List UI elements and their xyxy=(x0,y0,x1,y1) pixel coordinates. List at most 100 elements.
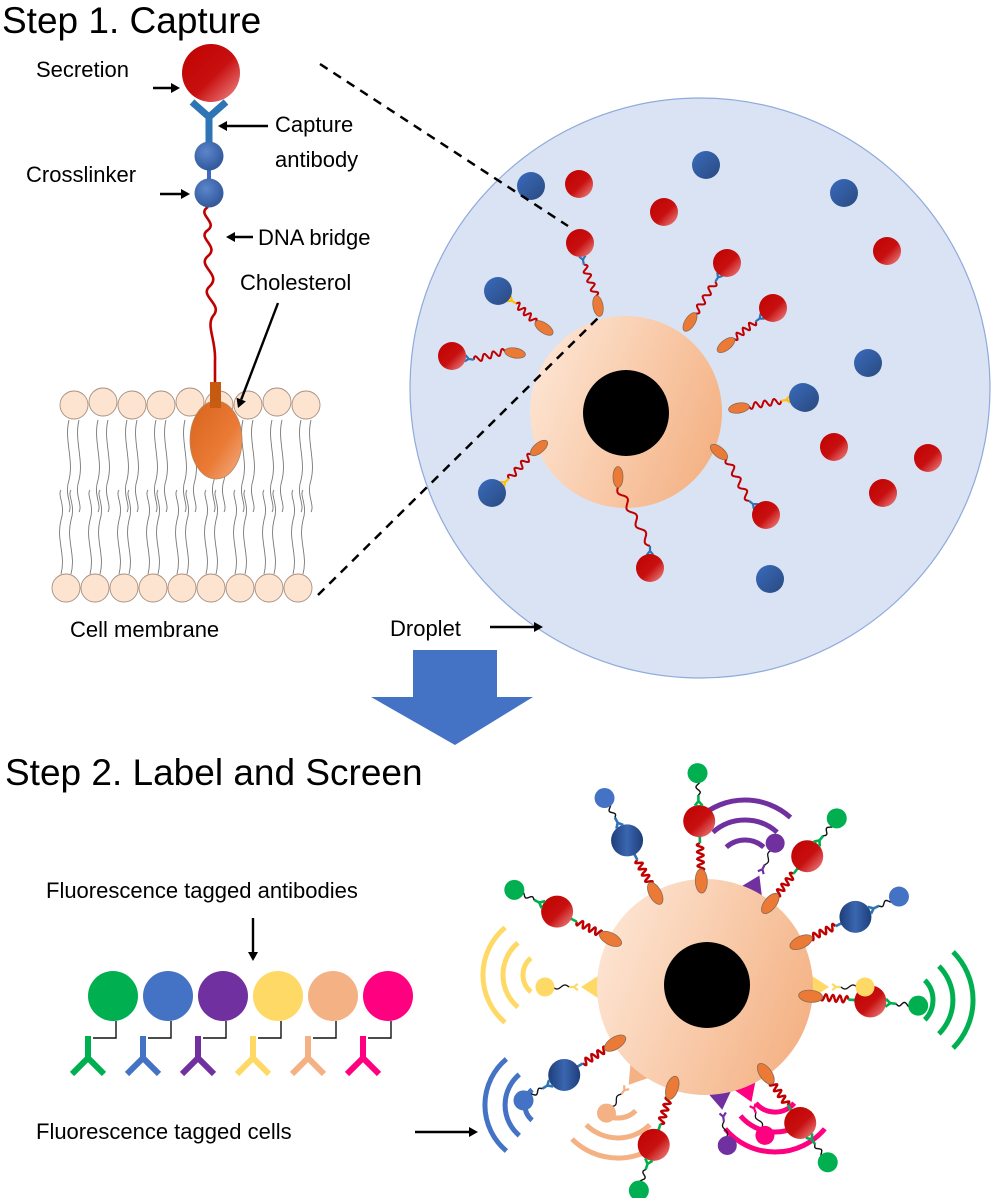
secretion-free xyxy=(565,170,593,198)
secretion-molecule xyxy=(784,1106,817,1139)
cell-nucleus xyxy=(583,370,669,456)
lipid-head-bottom xyxy=(225,573,255,603)
marker-triangle xyxy=(581,974,601,1000)
labeled-arm xyxy=(809,886,909,942)
arrow-to-dna-bridge xyxy=(226,232,253,242)
surface-marker-yellow xyxy=(535,974,601,1000)
signal-wave xyxy=(584,1122,652,1141)
labeled-arm xyxy=(768,1081,838,1173)
capture-antibody xyxy=(500,478,510,488)
fluorophore-green xyxy=(908,995,929,1016)
arrow-head xyxy=(248,952,258,961)
linker xyxy=(93,1021,117,1039)
fluorophore-yellow xyxy=(535,977,555,997)
label-dna-bridge: DNA bridge xyxy=(258,225,371,250)
dna-bridge xyxy=(748,397,783,410)
captured-crosslinker xyxy=(484,277,512,305)
secretion-free xyxy=(820,433,848,461)
arrow-to-crosslinker xyxy=(160,189,190,199)
captured-secretion xyxy=(438,342,466,370)
lipid-tail xyxy=(156,489,160,575)
lipid-tail xyxy=(175,489,179,575)
lipid-head-top xyxy=(117,390,147,420)
cholesterol-anchor xyxy=(709,443,729,461)
cholesterol-anchor xyxy=(756,1063,775,1085)
lipid-tail xyxy=(291,489,295,575)
lipid-head-top xyxy=(146,390,176,420)
lipid-tail xyxy=(125,419,129,513)
detection-antibody xyxy=(757,864,766,875)
lipid-head-top xyxy=(175,387,205,417)
antibody-icon xyxy=(234,1036,272,1077)
lipid-tail xyxy=(98,489,102,575)
cholesterol-head xyxy=(210,382,221,408)
lipid-tail xyxy=(233,489,237,575)
secretion-free xyxy=(869,479,897,507)
fluorophore-green xyxy=(687,763,708,784)
linker xyxy=(695,781,701,796)
lipid-tail xyxy=(251,419,255,513)
linker xyxy=(823,825,834,837)
anchor-molecule xyxy=(182,44,243,480)
captured-secretion xyxy=(636,554,664,582)
fluorescence-signals xyxy=(480,797,976,1161)
dna-bridge xyxy=(472,347,506,362)
signal-wave xyxy=(724,837,766,850)
cholesterol-anchor xyxy=(529,439,549,457)
detection-antibody xyxy=(569,982,579,992)
arrow-head xyxy=(218,121,227,131)
cholesterol-anchor xyxy=(789,934,813,951)
lipid-head-bottom xyxy=(80,573,110,603)
arrow-to-secretion xyxy=(153,83,180,93)
linker xyxy=(313,1021,337,1039)
crosslinker-free xyxy=(756,565,784,593)
dna-bridge xyxy=(768,1081,791,1106)
cholesterol-anchor xyxy=(694,868,708,894)
captured-secretion xyxy=(713,249,741,277)
linker xyxy=(530,1087,543,1096)
pointer-arrows xyxy=(153,83,543,1137)
secretion-molecule xyxy=(637,1128,670,1161)
label-crosslinker: Crosslinker xyxy=(26,162,136,187)
dna-bridge xyxy=(775,871,795,898)
arrow-head xyxy=(534,622,543,632)
captured-secretion xyxy=(759,294,787,322)
fluorescent-antibody-peach xyxy=(289,971,358,1077)
crosslinker-sphere-2 xyxy=(194,178,224,208)
surface-marker-purple xyxy=(706,1088,737,1155)
linker xyxy=(522,891,535,901)
fluorescent-antibody-row xyxy=(69,971,413,1077)
linker xyxy=(611,1093,622,1108)
detection-antibody xyxy=(613,816,624,829)
capture-antibody xyxy=(578,254,587,265)
captured-secretion xyxy=(752,501,780,529)
lipid-tail xyxy=(243,489,247,575)
fluorophore-green xyxy=(628,1180,649,1198)
cholesterol-anchor xyxy=(612,466,624,488)
fluorophore-icon xyxy=(308,971,358,1021)
dna-bridge xyxy=(203,205,217,384)
cholesterol-anchor xyxy=(716,337,736,353)
linker xyxy=(895,1001,910,1008)
cholesterol-anchor xyxy=(599,930,622,947)
zoom-line-bottom xyxy=(317,315,601,596)
lipid-tail xyxy=(127,489,131,575)
linker xyxy=(878,899,892,908)
fluorophore-green xyxy=(504,879,525,900)
crosslinker-free xyxy=(517,172,545,200)
cholesterol-anchor xyxy=(534,320,554,336)
signal-wave xyxy=(480,925,507,1025)
signal-wave xyxy=(922,978,936,1022)
label-secretion: Secretion xyxy=(36,57,129,82)
screened-cell-anchors xyxy=(599,868,823,1100)
lipid-head-bottom xyxy=(167,573,197,603)
linker xyxy=(721,1121,729,1138)
labeled-arm xyxy=(628,1096,673,1198)
cholesterol-anchor xyxy=(665,1075,680,1100)
antibody-icon xyxy=(344,1036,382,1077)
arrow-head xyxy=(226,232,235,242)
labeled-arm xyxy=(775,808,847,898)
dna-bridge xyxy=(616,486,651,547)
dna-bridge xyxy=(733,321,758,342)
labeled-arm xyxy=(594,788,654,886)
